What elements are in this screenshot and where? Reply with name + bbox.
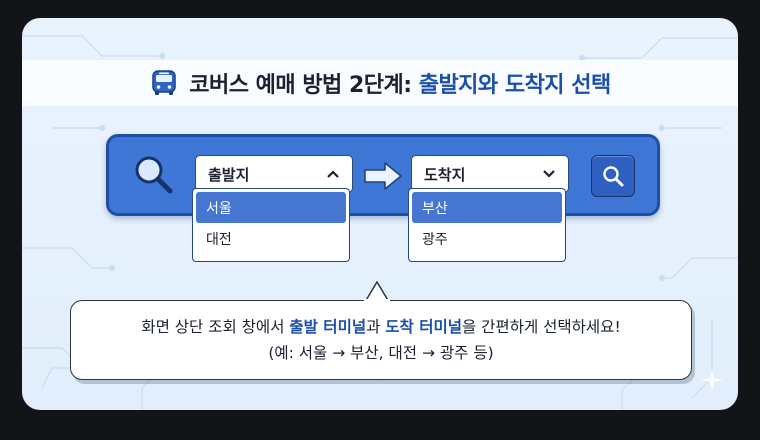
arrival-option-busan[interactable]: 부산 bbox=[412, 192, 562, 223]
tutorial-card: 코버스 예매 방법 2단계: 출발지와 도착지 선택 출발지 도착지 bbox=[22, 18, 738, 410]
departure-select[interactable]: 출발지 bbox=[195, 155, 353, 193]
route-search-bar: 출발지 도착지 bbox=[106, 134, 660, 216]
search-icon bbox=[603, 166, 624, 187]
arrival-select[interactable]: 도착지 bbox=[411, 155, 569, 193]
departure-option-daejeon[interactable]: 대전 bbox=[206, 231, 232, 248]
departure-label: 출발지 bbox=[208, 165, 250, 184]
page-title: 코버스 예매 방법 2단계: 출발지와 도착지 선택 bbox=[189, 67, 611, 99]
arrival-label: 도착지 bbox=[424, 165, 466, 184]
chevron-down-icon bbox=[543, 170, 555, 178]
instruction-callout: 화면 상단 조회 창에서 출발 터미널과 도착 터미널을 간편하게 선택하세요!… bbox=[70, 300, 692, 380]
magnifier-icon bbox=[135, 156, 173, 194]
departure-option-seoul[interactable]: 서울 bbox=[196, 192, 346, 223]
arrow-right-icon bbox=[364, 162, 402, 190]
instruction-text: 과 bbox=[366, 318, 386, 336]
chevron-up-icon bbox=[327, 170, 339, 178]
departure-dropdown: 서울 대전 bbox=[192, 188, 350, 262]
page-title-highlight: 출발지와 도착지 선택 bbox=[418, 73, 611, 98]
instruction-line-1: 화면 상단 조회 창에서 출발 터미널과 도착 터미널을 간편하게 선택하세요! bbox=[141, 314, 620, 340]
instruction-line-2: (예: 서울 → 부산, 대전 → 광주 등) bbox=[268, 344, 494, 362]
page-title-prefix: 코버스 예매 방법 2단계: bbox=[189, 73, 419, 98]
title-band: 코버스 예매 방법 2단계: 출발지와 도착지 선택 bbox=[22, 60, 738, 106]
callout-tail bbox=[364, 281, 390, 302]
arrival-dropdown: 부산 광주 bbox=[408, 188, 566, 262]
bus-icon bbox=[152, 70, 177, 95]
search-button[interactable] bbox=[591, 155, 635, 197]
callout-tail-joint bbox=[364, 299, 390, 302]
instruction-text: 화면 상단 조회 창에서 bbox=[141, 318, 290, 336]
arrival-option-gwangju[interactable]: 광주 bbox=[422, 231, 448, 248]
instruction-highlight-depart: 출발 터미널 bbox=[289, 318, 367, 336]
sparkle-icon bbox=[701, 369, 723, 391]
instruction-text: 을 간편하게 선택하세요! bbox=[461, 318, 621, 336]
instruction-highlight-arrive: 도착 터미널 bbox=[385, 318, 462, 336]
